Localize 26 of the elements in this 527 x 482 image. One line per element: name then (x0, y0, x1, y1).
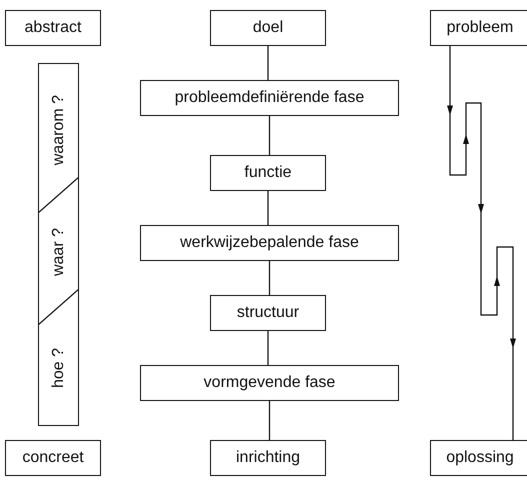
box-label: oplossing (446, 449, 514, 467)
question-label: waar ? (50, 228, 68, 276)
box-label: functie (244, 164, 292, 182)
stage-box (140, 365, 399, 401)
box-label: concreet (22, 449, 84, 467)
question-label: waarom ? (50, 95, 68, 166)
box-label: vormgevende fase (204, 374, 336, 392)
stage-box (5, 10, 101, 46)
box-label: doel (252, 19, 284, 37)
question-label: hoe ? (50, 348, 68, 388)
stage-box (140, 80, 399, 116)
box-label: probleemdefiniërende fase (174, 89, 364, 107)
box-label: probleem (446, 19, 514, 37)
stage-box (210, 10, 326, 46)
stage-box (210, 440, 326, 476)
box-label: abstract (24, 19, 82, 37)
box-label: werkwijzebepalende fase (180, 234, 359, 252)
stage-box (430, 10, 527, 46)
stage-box (140, 225, 399, 261)
stage-box (5, 440, 101, 476)
stage-box (430, 440, 527, 476)
box-label: inrichting (236, 449, 300, 467)
stage-box (210, 155, 326, 191)
box-label: structuur (236, 304, 300, 322)
stage-box (210, 295, 326, 331)
question-bar (38, 63, 79, 426)
